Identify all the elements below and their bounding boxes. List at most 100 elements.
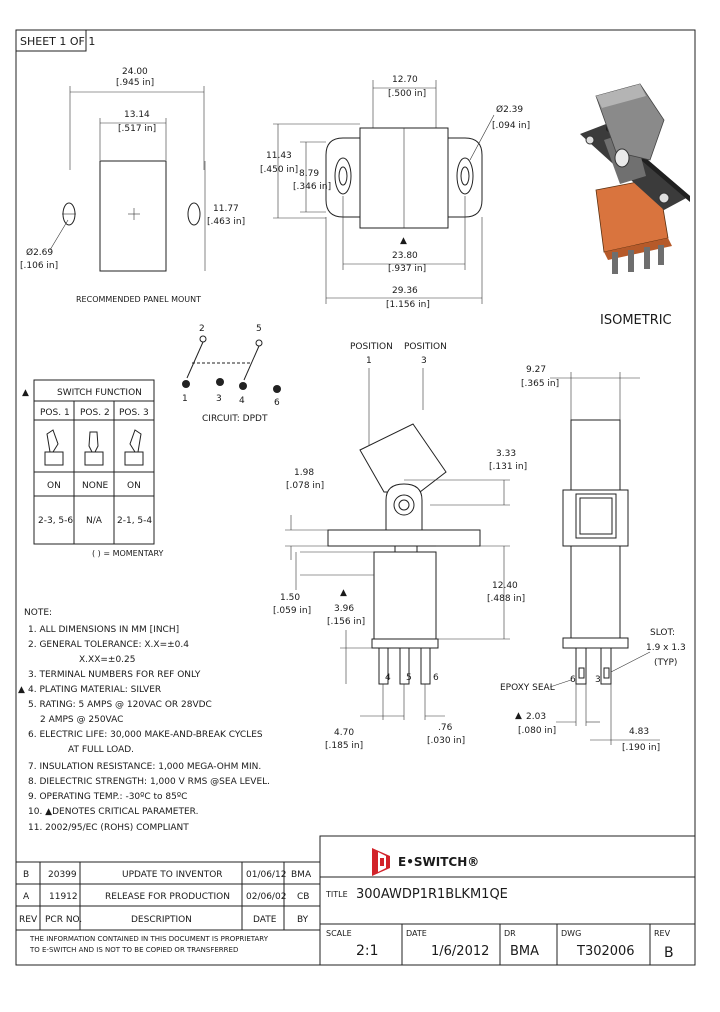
note-line-3: X.XX=±0.25 <box>79 655 135 665</box>
side-d-c: 12.40 <box>492 581 518 591</box>
end-epoxy: EPOXY SEAL <box>500 683 555 693</box>
rev-row1-rev: B <box>23 870 29 880</box>
top-d2: Ø2.39 <box>496 104 523 115</box>
top-d3-in: [.450 in] <box>260 165 298 175</box>
circuit-pin-6: 6 <box>274 398 280 408</box>
switch-pos1-header: POS. 1 <box>40 408 70 418</box>
end-d-q: 4.83 <box>629 727 649 737</box>
note-line-9: AT FULL LOAD. <box>68 745 134 755</box>
side-d-f: 4.70 <box>334 728 354 738</box>
date-label: DATE <box>406 929 427 938</box>
switch-pos3-header: POS. 3 <box>119 408 149 418</box>
top-d5-in: [.937 in] <box>388 264 426 274</box>
sheet-label: SHEET 1 OF 1 <box>20 35 95 48</box>
note-line-1: 1. ALL DIMENSIONS IN MM [INCH] <box>28 625 179 635</box>
switch-pos1-state: ON <box>47 481 61 491</box>
scale-label: SCALE <box>326 929 352 938</box>
svg-text:▲: ▲ <box>340 588 347 598</box>
top-d1: 12.70 <box>392 75 418 85</box>
rev-row1-by: BMA <box>291 870 312 880</box>
top-d6-in: [1.156 in] <box>386 300 430 310</box>
top-d4-in: [.346 in] <box>293 182 331 192</box>
side-d-b: 3.33 <box>496 449 516 459</box>
side-pin-5: 5 <box>406 673 412 683</box>
title-label: TITLE <box>325 890 348 899</box>
side-view: POSITION 1 POSITION 3 4 5 6 3.33 [.131 i… <box>273 342 527 751</box>
panel-height-in: [.463 in] <box>207 217 245 227</box>
side-d-c-in: [.488 in] <box>487 594 525 604</box>
note-line-4: 3. TERMINAL NUMBERS FOR REF ONLY <box>28 670 201 680</box>
switch-function-title: SWITCH FUNCTION <box>57 388 142 398</box>
end-view: 9.27 [.365 in] 6 3 SLOT: 1.9 x 1.3 (TYP)… <box>500 365 686 753</box>
scale-value: 2:1 <box>356 943 379 959</box>
note-line-6: 5. RATING: 5 AMPS @ 120VAC OR 28VDC <box>28 700 212 710</box>
svg-text:▲: ▲ <box>22 388 29 398</box>
note-line-7: 2 AMPS @ 250VAC <box>40 715 123 725</box>
top-d6: 29.36 <box>392 286 418 296</box>
note-line-2: 2. GENERAL TOLERANCE: X.X=±0.4 <box>28 640 189 650</box>
sheet-label-box <box>15 29 87 52</box>
rev-row2-pcr: 11912 <box>49 892 78 902</box>
panel-height: 11.77 <box>213 204 239 214</box>
dr-label: DR <box>504 929 516 938</box>
panel-hole-dia-in: [.106 in] <box>20 261 58 271</box>
end-d-p: 2.03 <box>526 712 546 722</box>
notes-title: NOTE: <box>24 608 52 618</box>
side-position3-num: 3 <box>421 356 427 366</box>
side-pin-6: 6 <box>433 673 439 683</box>
end-d-p-in: [.080 in] <box>518 726 556 736</box>
top-d5: 23.80 <box>392 251 418 261</box>
end-slot-dim: 1.9 x 1.3 <box>646 643 686 653</box>
panel-inner-width: 13.14 <box>124 110 150 120</box>
title-block: E•SWITCH® TITLE 300AWDP1R1BLKM1QE SCALE … <box>319 835 696 966</box>
notes-block: NOTE: 1. ALL DIMENSIONS IN MM [INCH] 2. … <box>18 608 270 833</box>
top-view: 12.70 [.500 in] Ø2.39 [.094 in] 11.43 [.… <box>260 75 530 310</box>
side-d-a: 1.98 <box>294 468 314 478</box>
side-d-e: 3.96 <box>334 604 354 614</box>
end-d-q-in: [.190 in] <box>622 743 660 753</box>
side-d-g: .76 <box>438 723 453 733</box>
svg-text:▲: ▲ <box>18 685 25 695</box>
rev-row2-rev: A <box>23 892 30 902</box>
top-d1-in: [.500 in] <box>388 89 426 99</box>
panel-width-in: [.945 in] <box>116 78 154 88</box>
end-pin-3: 3 <box>595 675 601 685</box>
rev-header-desc: DESCRIPTION <box>131 915 192 925</box>
side-actuator <box>359 423 447 493</box>
circuit-pin-4: 4 <box>239 396 245 406</box>
end-slot-label: SLOT: <box>650 628 675 638</box>
side-d-b-in: [.131 in] <box>489 462 527 472</box>
circuit-pin-1: 1 <box>182 394 188 404</box>
side-d-d: 1.50 <box>280 593 300 603</box>
side-d-f-in: [.185 in] <box>325 741 363 751</box>
circuit-diagram: 2 5 1 3 4 6 CIRCUIT: DPDT <box>182 324 281 424</box>
switch-function-note: ( ) = MOMENTARY <box>92 549 164 558</box>
svg-text:▲: ▲ <box>400 236 407 246</box>
side-pin-4: 4 <box>385 673 391 683</box>
note-line-5: 4. PLATING MATERIAL: SILVER <box>28 685 161 695</box>
isometric-label: ISOMETRIC <box>600 313 672 328</box>
note-line-11: 8. DIELECTRIC STRENGTH: 1,000 V RMS @SEA… <box>28 777 270 787</box>
circuit-pin-5: 5 <box>256 324 262 334</box>
side-body <box>373 551 437 640</box>
revision-block: B 20399 UPDATE TO INVENTOR 01/06/12 BMA … <box>15 861 321 954</box>
note-line-13: 10. ▲DENOTES CRITICAL PARAMETER. <box>28 807 198 817</box>
svg-text:▲: ▲ <box>515 711 522 721</box>
panel-width: 24.00 <box>122 67 148 77</box>
panel-inner-width-in: [.517 in] <box>118 124 156 134</box>
top-d3: 11.43 <box>266 151 292 161</box>
rev-value: B <box>664 945 674 961</box>
switch-pos3-state: ON <box>127 481 141 491</box>
top-hole-left <box>334 157 352 195</box>
end-d-w-in: [.365 in] <box>521 379 559 389</box>
switch-pos2-state: NONE <box>82 481 109 491</box>
proprietary-line-1: THE INFORMATION CONTAINED IN THIS DOCUME… <box>29 935 269 943</box>
panel-caption: RECOMMENDED PANEL MOUNT <box>76 295 201 304</box>
brand-name: E•SWITCH® <box>398 855 479 869</box>
rev-row2-date: 02/06/02 <box>246 892 286 902</box>
rev-header-date: DATE <box>253 915 277 925</box>
top-hole-right <box>456 157 474 195</box>
switch-pos2-connect: N/A <box>86 516 103 526</box>
switch-pos2-icon <box>84 431 104 466</box>
